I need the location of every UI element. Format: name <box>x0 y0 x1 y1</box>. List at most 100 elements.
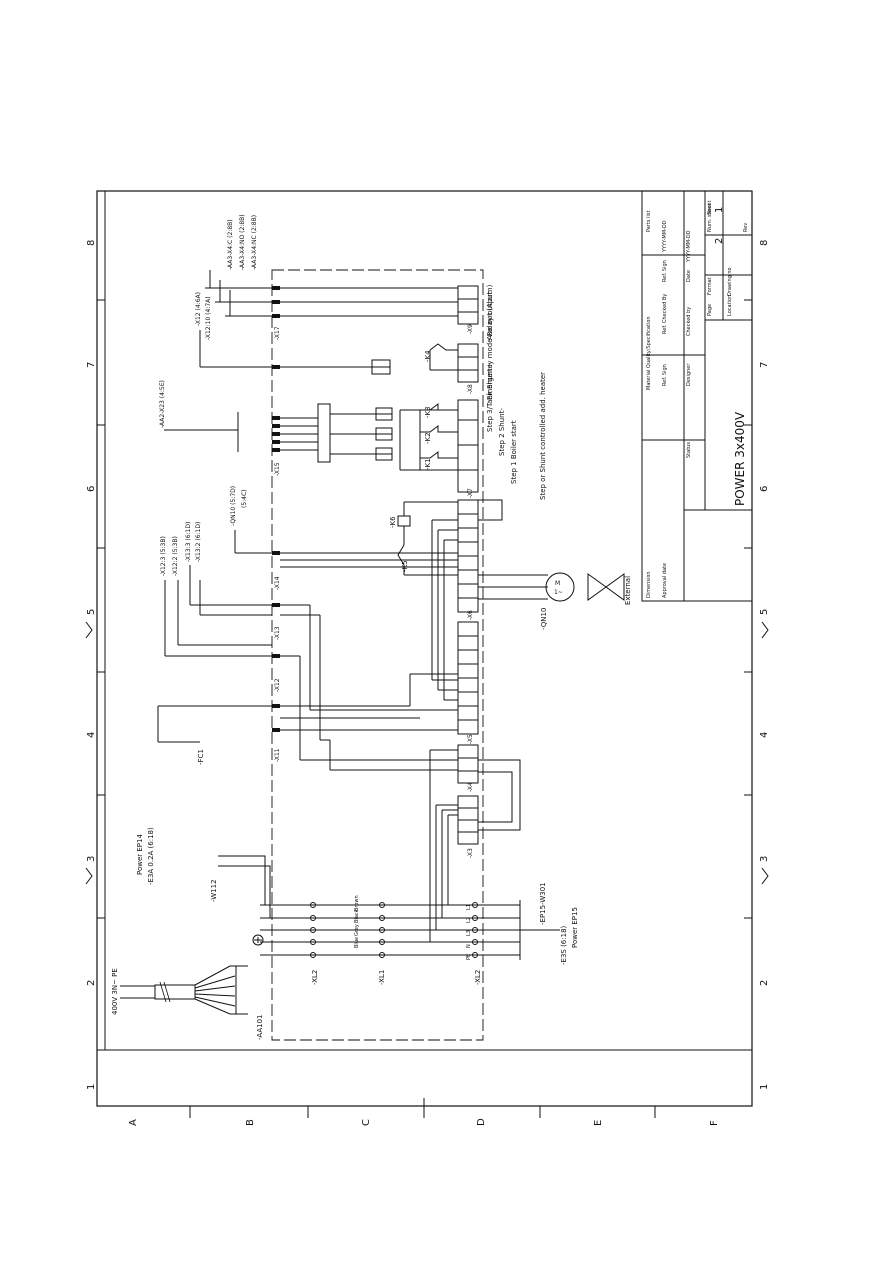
terminal-x13-label: -X13 <box>274 626 281 640</box>
xref-x12-2: -X12:2 (5:3B) <box>172 536 179 576</box>
function-step3: Step 3/Tank Shunt+ <box>486 362 494 432</box>
tb-drawing-no: Drawing no <box>727 267 733 296</box>
tb-parts-list: Parts list <box>646 211 652 232</box>
tb-ref-checked: Ref. Checked By <box>662 294 668 334</box>
wire-color-brown: Brown <box>354 895 360 911</box>
xref-x12-3: -X12:3 (5:3B) <box>160 536 167 576</box>
terminal-x11-label: -X11 <box>274 748 281 762</box>
tb-sheet-label: Sheet <box>707 201 713 215</box>
xref-a1: -AA3-X4:C (2:8B) <box>227 219 234 270</box>
power-ep14-ref: -W112 <box>210 879 218 902</box>
tb-date: Date <box>686 270 692 282</box>
column-numbers-left: 1 2 3 4 5 6 7 8 <box>86 240 97 1090</box>
wire-color-blue: Blue <box>354 937 360 948</box>
chevron-icon <box>85 867 93 885</box>
col-label-1: 1 <box>86 1084 97 1090</box>
component-qn10: -QN10 <box>540 608 548 630</box>
supply-cable <box>120 965 248 1015</box>
terminal-strip-x9 <box>457 285 479 325</box>
terminal-x12-label: -X12 <box>274 678 281 692</box>
tb-ref-sign: Ref. Sign <box>662 260 668 282</box>
row-label-b: B <box>245 1119 256 1126</box>
component-k1: -K1 <box>424 458 432 470</box>
xl2-mark-5: PE <box>466 954 472 960</box>
xl1-label: -XL1 <box>378 970 386 985</box>
function-step2: Step 2 Shunt- <box>498 408 506 456</box>
chevron-icon <box>85 621 93 639</box>
function-emergency: Emergency mode Relay output <box>486 291 494 400</box>
col-label-5-right: 5 <box>759 609 770 615</box>
component-k2: -K2 <box>424 432 432 444</box>
center-marks <box>85 621 769 885</box>
row-letters: A B C D E F <box>128 1118 720 1126</box>
row-label-c: C <box>361 1119 372 1126</box>
row-label-d: D <box>476 1118 487 1126</box>
tb-page: Page <box>707 304 713 316</box>
component-k3: -K3 <box>424 406 432 418</box>
component-k4: -K4 <box>424 350 432 362</box>
tb-checked-by: Checked by <box>686 307 692 336</box>
terminal-x7-label: -X7 <box>467 488 474 498</box>
function-step-caption: Step or Shunt controlled add. heater <box>539 372 547 500</box>
col-label-3: 3 <box>86 856 97 862</box>
col-label-1-right: 1 <box>759 1084 770 1090</box>
row-label-e: E <box>593 1120 604 1126</box>
tb-num-sheet-label: Num. sheet <box>707 203 713 232</box>
title-block-text: Parts list Material Quality/Specificatio… <box>646 201 749 598</box>
component-fc1: -FC1 <box>197 749 205 765</box>
xl2-label: -XL2 <box>311 970 319 985</box>
xref-a3: -AA3-X4:NC (2:8B) <box>251 215 258 270</box>
title-block <box>641 190 753 602</box>
valve-icon <box>587 573 607 601</box>
col-label-2-right: 2 <box>759 980 770 986</box>
chevron-icon <box>761 867 769 885</box>
title-block-values: 2 1 <box>714 207 725 244</box>
tb-sheet-value: 1 <box>714 207 725 213</box>
power-ep15-label: Power EP15 <box>571 907 579 948</box>
xl2-mark-3: L3 <box>466 930 472 936</box>
control-box-outline <box>271 269 484 1041</box>
row-label-f: F <box>709 1120 720 1126</box>
xref-x12-a: -X12 (4:6A) <box>195 292 202 326</box>
motor-symbol-m: M <box>555 580 560 587</box>
terminal-x4-label: -X4 <box>467 782 474 792</box>
terminal-strips <box>457 285 503 845</box>
terminal-x9-label: -X9 <box>467 324 474 334</box>
supply-ref: -AA101 <box>256 1014 264 1040</box>
col-label-6-right: 6 <box>759 486 770 492</box>
tb-dimension: Dimension <box>646 571 652 598</box>
power-ep14-label: Power EP14 <box>136 834 144 875</box>
xref-qn10-2: (5:4C) <box>241 489 248 508</box>
terminal-x17-label: -X17 <box>274 326 281 340</box>
col-label-8-right: 8 <box>759 240 770 246</box>
wire-color-grey: Grey <box>354 924 360 936</box>
xl2-mark-2: L2 <box>466 917 472 923</box>
column-numbers-right: 1 2 3 4 5 6 7 8 <box>759 240 770 1090</box>
motor-icon <box>545 572 575 602</box>
col-label-2: 2 <box>86 980 97 986</box>
control-wiring <box>157 270 625 831</box>
chevron-icon <box>761 621 769 639</box>
tb-material: Material Quality/Specification <box>646 316 652 390</box>
tb-designer: Designer <box>686 363 692 386</box>
tb-ref-by: Ref. Sign <box>662 364 668 386</box>
xl2-mark-4: N <box>466 944 472 948</box>
col-label-5: 5 <box>86 609 97 615</box>
row-label-a: A <box>128 1119 139 1126</box>
tb-status: Status <box>686 442 692 458</box>
terminal-x14-label: -X14 <box>274 576 281 590</box>
connector-sockets <box>272 286 280 732</box>
xl2-bottom-label: -XL2 <box>474 970 482 985</box>
tb-location: Location <box>727 295 733 316</box>
xref-aa2: -AA2-X23 (4:5E) <box>159 380 166 428</box>
col-label-7: 7 <box>86 362 97 368</box>
tb-ref-sign-value: YYYY-MM-DD <box>662 220 668 253</box>
col-label-4-right: 4 <box>759 732 770 738</box>
motor-symbol-ac: 1~ <box>554 589 563 596</box>
component-k5: -K5 <box>401 560 409 572</box>
col-label-3-right: 3 <box>759 856 770 862</box>
terminal-x6-label: -X6 <box>467 610 474 620</box>
component-k6: -K6 <box>389 516 397 528</box>
component-qn10-label: External <box>624 576 632 605</box>
